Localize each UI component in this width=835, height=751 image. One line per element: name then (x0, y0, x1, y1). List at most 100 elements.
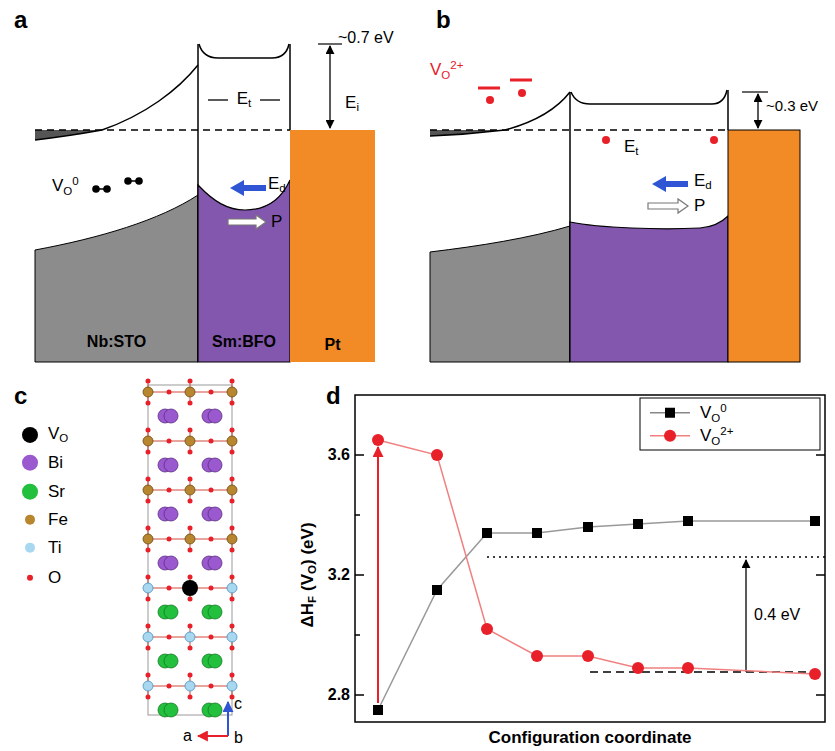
figure-stroke (355, 694, 364, 696)
figure-stroke (164, 458, 178, 472)
legend-label: Fe (48, 510, 68, 529)
figure-stroke (230, 597, 235, 602)
label-group: ~0.7 eV (338, 29, 394, 47)
legend-slot (20, 575, 40, 581)
energy-plot (355, 395, 825, 722)
figure-label: t (635, 145, 638, 157)
figure-stroke (230, 401, 235, 406)
label-group: VO0 (52, 175, 79, 198)
figure-stroke (143, 485, 153, 495)
figure-stroke (143, 632, 153, 642)
figure-stroke (208, 99, 228, 100)
figure-stroke (378, 440, 815, 674)
figure-stroke (227, 702, 229, 736)
figure-stroke (146, 575, 151, 580)
label-group: Et (237, 90, 252, 110)
figure-stroke (167, 488, 172, 493)
figure-label: E (237, 89, 248, 108)
figure-label: 2.8 (328, 686, 350, 703)
figure-stroke (209, 537, 214, 542)
figure-label: 3.6 (328, 446, 350, 463)
figure-stroke (478, 87, 500, 90)
figure-stroke (377, 447, 379, 703)
figure-stroke (816, 694, 825, 696)
figure-stroke (481, 623, 493, 635)
figure-label: (V (298, 574, 317, 591)
figure-stroke (757, 94, 758, 128)
label-group: a (14, 7, 27, 33)
figure-label: a (183, 727, 192, 744)
figure-stroke (632, 662, 644, 674)
figure-stroke (260, 99, 280, 100)
figure-stroke (164, 409, 178, 423)
label-group: P (271, 213, 282, 232)
legend-slot (20, 515, 40, 525)
figure-stroke (372, 434, 384, 446)
figure-label: O (63, 185, 72, 197)
figure-stroke (373, 705, 383, 715)
figure-label: d (279, 182, 285, 194)
label-group: b (436, 7, 451, 33)
figure-stroke (146, 548, 151, 553)
figure-stroke (289, 44, 291, 130)
figure-stroke (230, 379, 235, 384)
label-group: a (183, 727, 192, 745)
figure-stroke (188, 646, 193, 651)
legend-label: V (700, 426, 711, 445)
legend-label: Ti (48, 538, 62, 557)
label-group: Configuration coordinate (488, 729, 691, 748)
legend-text: Ti (48, 539, 62, 558)
label-group: P (694, 197, 705, 216)
figure-stroke (230, 695, 235, 700)
figure-stroke (640, 398, 820, 450)
figure-stroke (35, 129, 290, 130)
figure-stroke (355, 395, 825, 722)
legend-item: Fe (20, 511, 68, 530)
figure-label: E (624, 137, 635, 156)
figure-label: V (430, 60, 441, 79)
figure-stroke (209, 390, 214, 395)
label-group: VO2+ (430, 59, 464, 82)
figure-label: b (234, 729, 243, 746)
figure-stroke (633, 519, 643, 529)
atom-swatch (25, 543, 35, 553)
figure-label: E (268, 174, 279, 193)
figure-stroke (143, 387, 153, 397)
figure-label: d (705, 179, 711, 191)
material-name: Sm:BFO (212, 333, 276, 351)
legend-text: Fe (48, 511, 68, 530)
figure-stroke (228, 215, 266, 229)
figure-stroke (378, 521, 815, 710)
figure-label: Configuration coordinate (488, 728, 691, 747)
figure-stroke (583, 522, 593, 532)
figure-stroke (188, 526, 193, 531)
legend-label: V (48, 424, 59, 443)
figure-stroke (164, 703, 178, 717)
label-group: d (326, 383, 341, 409)
figure-stroke (146, 597, 151, 602)
figure-stroke (532, 528, 542, 538)
atom-swatch (22, 484, 38, 500)
figure-stroke (198, 735, 228, 737)
figure-stroke (208, 556, 222, 570)
figure-stroke (727, 90, 729, 130)
figure-stroke (146, 379, 151, 384)
figure-stroke (208, 409, 222, 423)
figure-stroke (227, 387, 237, 397)
legend-item: VO0 (648, 402, 727, 425)
figure-stroke (430, 226, 570, 362)
figure-label: O (711, 435, 720, 447)
figure-label: t (248, 97, 251, 109)
figure-stroke (430, 92, 570, 136)
figure-stroke (143, 436, 153, 446)
legend-label: Sr (48, 482, 65, 501)
crystal-structure (143, 379, 237, 718)
figure-stroke (230, 526, 235, 531)
label-group: 3.6 (328, 446, 350, 464)
figure-stroke (143, 681, 153, 691)
crystal-frame (148, 385, 232, 736)
figure-stroke (209, 684, 214, 689)
legend-label: V (700, 403, 711, 422)
material-name: Nb:STO (87, 333, 146, 351)
figure-stroke (208, 458, 222, 472)
